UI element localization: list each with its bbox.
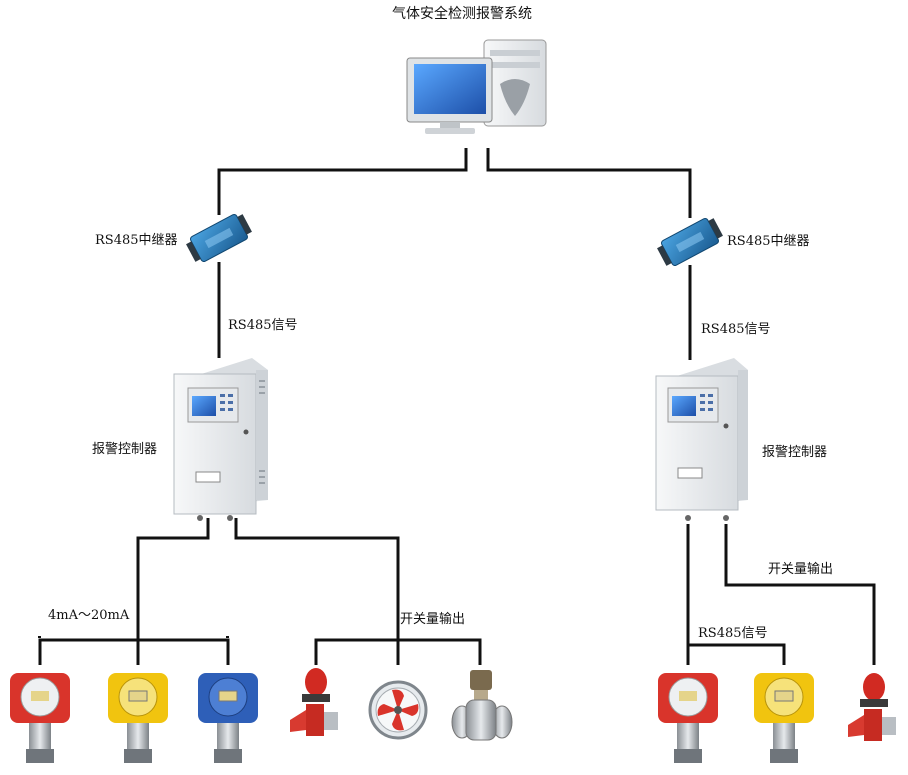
line-analog-branches [38,638,230,665]
sound-light-alarm-left [290,668,338,736]
rs485-repeater-left [186,213,252,263]
computer-icon [406,39,547,134]
alarm-controller-right [655,358,748,521]
gas-detector-yellow-right [754,673,814,763]
line-left-switch-bus [234,518,400,640]
rs485-repeater-right [657,217,723,267]
repeater-label-left: RS485中继器 [95,233,178,248]
switch-output-label-left: 开关量输出 [400,612,466,627]
solenoid-valve-icon [451,670,513,741]
alarm-controller-left [173,358,268,521]
line-left-analog-bus [136,518,210,640]
gas-detector-blue-left [198,673,258,763]
connection-lines [38,148,876,665]
repeater-label-right: RS485中继器 [727,234,810,249]
controller-label-right: 报警控制器 [762,445,828,460]
line-pc-to-left-repeater [217,148,468,215]
diagram-title: 气体安全检测报警系统 [392,6,532,22]
switch-output-label-right: 开关量输出 [768,562,834,577]
gas-detector-red-left [10,673,70,763]
signal-label-bottom-right: RS485信号 [698,626,768,641]
sound-light-alarm-right [848,673,896,741]
line-right-switch-bus [724,524,876,665]
gas-detector-yellow-left [108,673,168,763]
controller-label-left: 报警控制器 [92,442,158,457]
line-pc-to-right-repeater [486,148,692,218]
exhaust-fan-icon [368,680,428,740]
signal-label-right: RS485信号 [701,322,771,337]
terminal-marks [38,636,229,638]
analog-output-label: 4mA～20mA [48,608,130,623]
gas-detector-red-right [658,673,718,763]
signal-label-left: RS485信号 [228,318,298,333]
line-right-rs485-branch [688,643,786,665]
